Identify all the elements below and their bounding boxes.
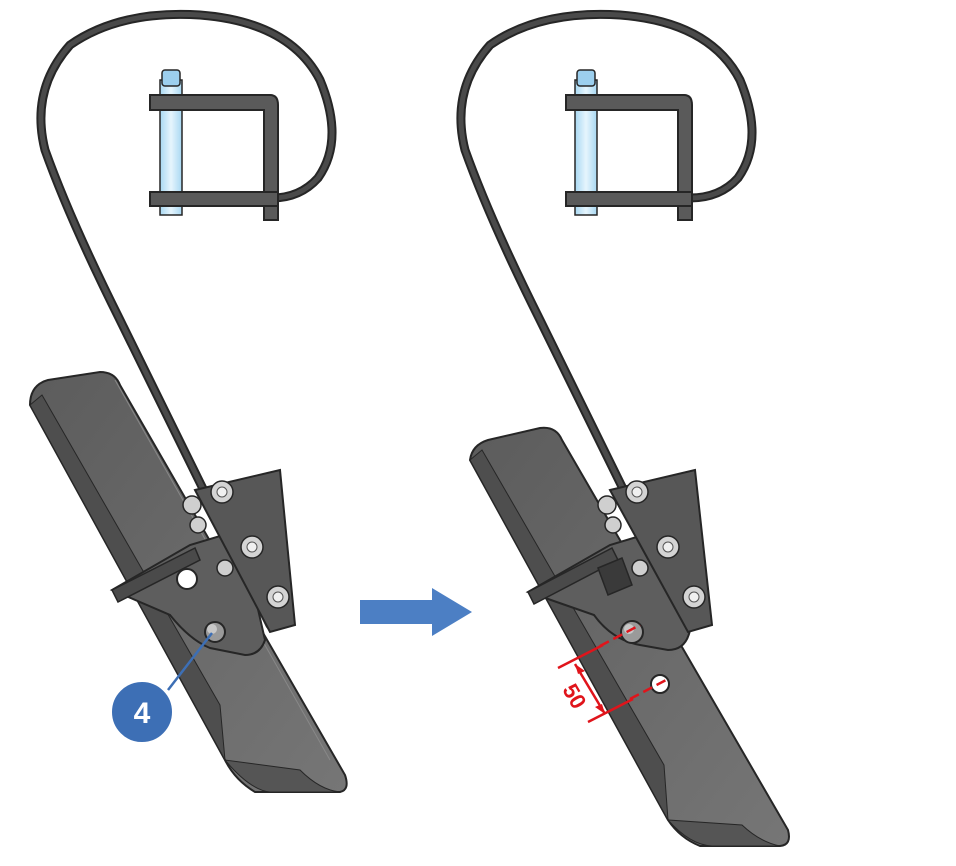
- nut-icon: [266, 585, 290, 609]
- nut-icon: [682, 585, 706, 609]
- after-assembly: 50: [456, 9, 790, 847]
- callout-number: 4: [134, 697, 151, 730]
- nut-icon: [216, 559, 234, 577]
- nut-icon: [656, 535, 680, 559]
- nut-icon: [625, 480, 649, 504]
- u-clamp-right: [565, 69, 693, 221]
- nut-icon: [597, 495, 617, 515]
- nut-icon: [631, 559, 649, 577]
- nut-icon: [604, 516, 622, 534]
- nut-icon: [189, 516, 207, 534]
- nut-icon: [210, 480, 234, 504]
- callout-4: 4: [110, 632, 213, 744]
- nut-icon: [182, 495, 202, 515]
- nut-icon: [240, 535, 264, 559]
- transition-arrow-icon: [360, 588, 472, 636]
- u-clamp-left: [149, 69, 279, 221]
- bolt-stack-left: [182, 480, 290, 609]
- before-assembly: 4: [28, 9, 348, 793]
- bolt-stack-right: [597, 480, 706, 609]
